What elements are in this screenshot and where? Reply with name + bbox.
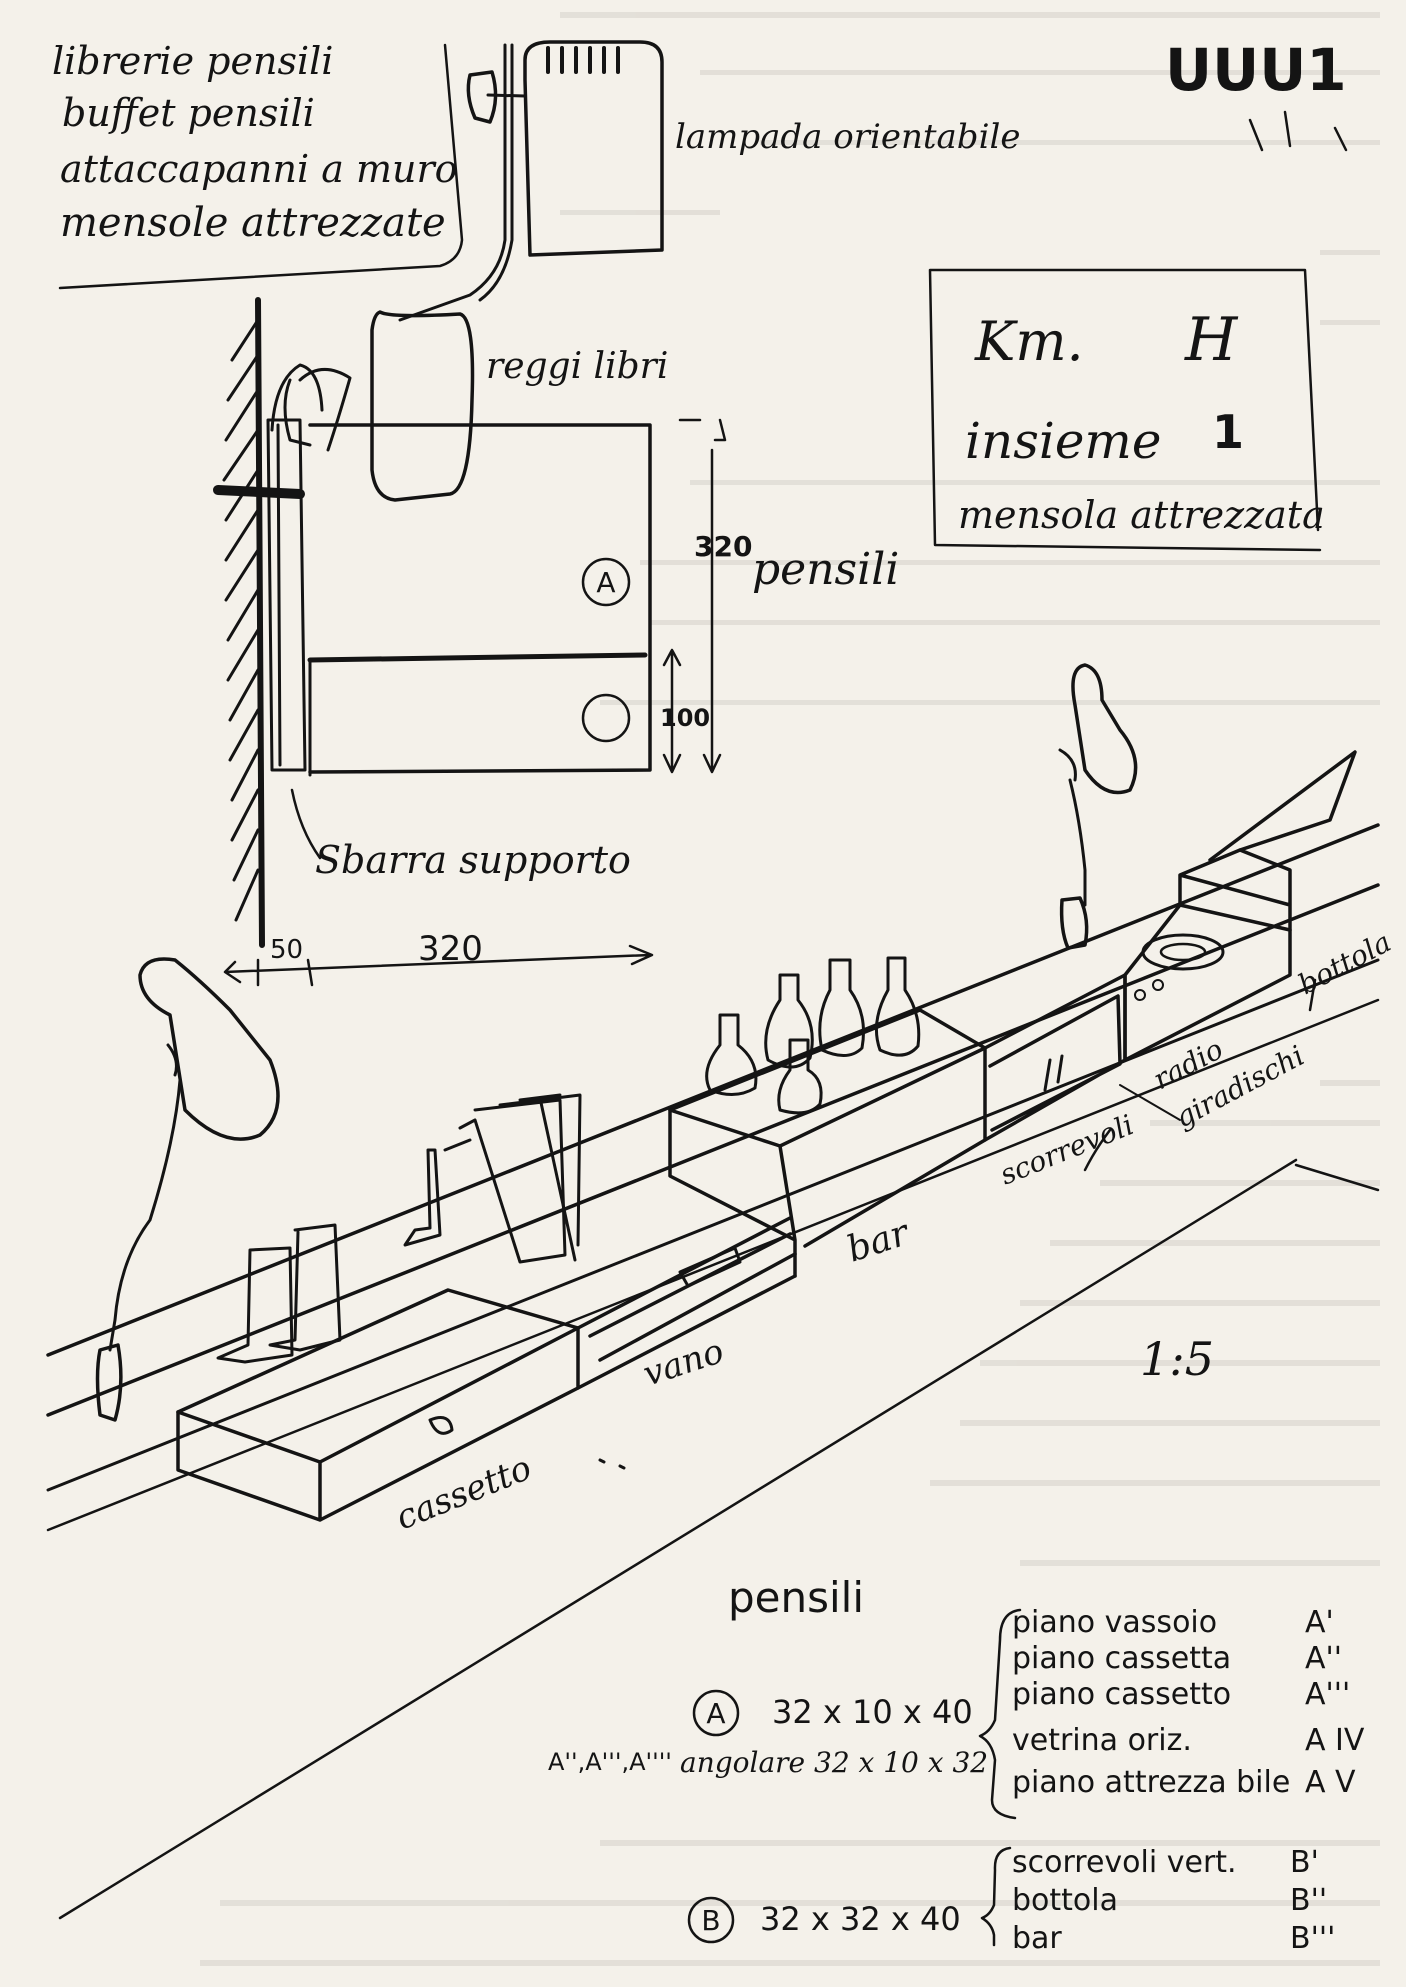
- code-marks: [1248, 110, 1348, 152]
- header-line-1: librerie pensili: [52, 39, 333, 83]
- legend-b-item-1-name: scorrevoli vert.: [1012, 1845, 1237, 1880]
- legend-a-item-2-code: A'': [1305, 1641, 1342, 1676]
- dim-320-horizontal: 320: [418, 929, 483, 969]
- header-note: librerie pensili buffet pensili attaccap…: [52, 39, 464, 290]
- legend-a-item-1-name: piano vassoio: [1012, 1605, 1217, 1640]
- top-lamp: lampada orientabile: [398, 40, 1020, 322]
- legend-badge-b-circle: [687, 1896, 735, 1944]
- legend-title: pensili: [728, 1573, 864, 1622]
- legend-a-item-2-name: piano cassetta: [1012, 1641, 1231, 1676]
- legend-a-brace: [978, 1608, 1022, 1820]
- perspective-drawing: 1:5 bottola radio giradischi scorrevoli …: [46, 663, 1397, 1920]
- section-drawing: A reggi libri 320 pensili 100 Sbarra sup…: [213, 297, 899, 987]
- legend-badge-a-circle: [692, 1689, 740, 1737]
- legend-b-brace: [980, 1846, 1012, 1947]
- legend-a-angle: angolare 32 x 10 x 32: [680, 1746, 988, 1779]
- legend-a-dimension: 32 x 10 x 40: [772, 1693, 973, 1731]
- sheet-code: UUU1: [1165, 36, 1347, 104]
- legend-a-item-3-code: A''': [1305, 1677, 1350, 1712]
- legend-a-item-1-code: A': [1305, 1605, 1334, 1640]
- badge-a: A: [596, 566, 615, 599]
- legend: pensili A 32 x 10 x 40 A'',A''',A'''' an…: [548, 1573, 1365, 1956]
- dim-50: 50: [270, 935, 303, 965]
- legend-b-dimension: 32 x 32 x 40: [760, 1900, 961, 1938]
- header-line-4: mensole attrezzate: [60, 200, 446, 246]
- sbarra-label: Sbarra supporto: [315, 838, 631, 882]
- legend-a-item-5-name: piano attrezza bile: [1012, 1765, 1290, 1800]
- legend-a-item-5-code: A V: [1305, 1765, 1356, 1800]
- title-mensola: mensola attrezzata: [958, 493, 1325, 537]
- label-cassetto: cassetto: [390, 1448, 537, 1538]
- legend-b-item-2-name: bottola: [1012, 1883, 1118, 1918]
- legend-b-item-3-code: B''': [1290, 1921, 1335, 1956]
- header-line-2: buffet pensili: [62, 91, 315, 135]
- lamp-label: lampada orientabile: [675, 117, 1020, 157]
- background-print-texture: [200, 12, 1380, 1966]
- title-insieme: insieme: [965, 412, 1161, 470]
- legend-b-item-3-name: bar: [1012, 1921, 1062, 1956]
- header-line-3: attaccapanni a muro: [60, 147, 458, 191]
- legend-a-item-4-code: A IV: [1305, 1723, 1365, 1758]
- badge-a-circle: [581, 557, 631, 607]
- label-bottola: bottola: [1293, 925, 1397, 1001]
- title-box: Km. H insieme 1 mensola attrezzata: [928, 268, 1325, 552]
- reggi-libri-label: reggi libri: [486, 346, 668, 387]
- dim-320-vertical: 320: [694, 530, 752, 563]
- title-h: H: [1184, 305, 1239, 375]
- title-number: 1: [1212, 405, 1244, 459]
- pensili-section-label: pensili: [752, 544, 899, 595]
- badge-a2-circle: [581, 693, 631, 743]
- scale-label: 1:5: [1140, 1332, 1214, 1386]
- legend-a-angle-prefix: A'',A''',A'''': [548, 1748, 672, 1776]
- legend-badge-a: A: [706, 1697, 725, 1730]
- title-km: Km.: [974, 310, 1084, 373]
- legend-b-item-2-code: B'': [1290, 1883, 1327, 1918]
- dim-100: 100: [660, 704, 710, 732]
- legend-b-item-1-code: B': [1290, 1845, 1319, 1880]
- legend-badge-b: B: [701, 1904, 720, 1937]
- legend-a-item-3-name: piano cassetto: [1012, 1677, 1231, 1712]
- legend-a-item-4-name: vetrina oriz.: [1012, 1723, 1192, 1758]
- label-vano: vano: [638, 1331, 728, 1394]
- label-bar: bar: [842, 1212, 915, 1271]
